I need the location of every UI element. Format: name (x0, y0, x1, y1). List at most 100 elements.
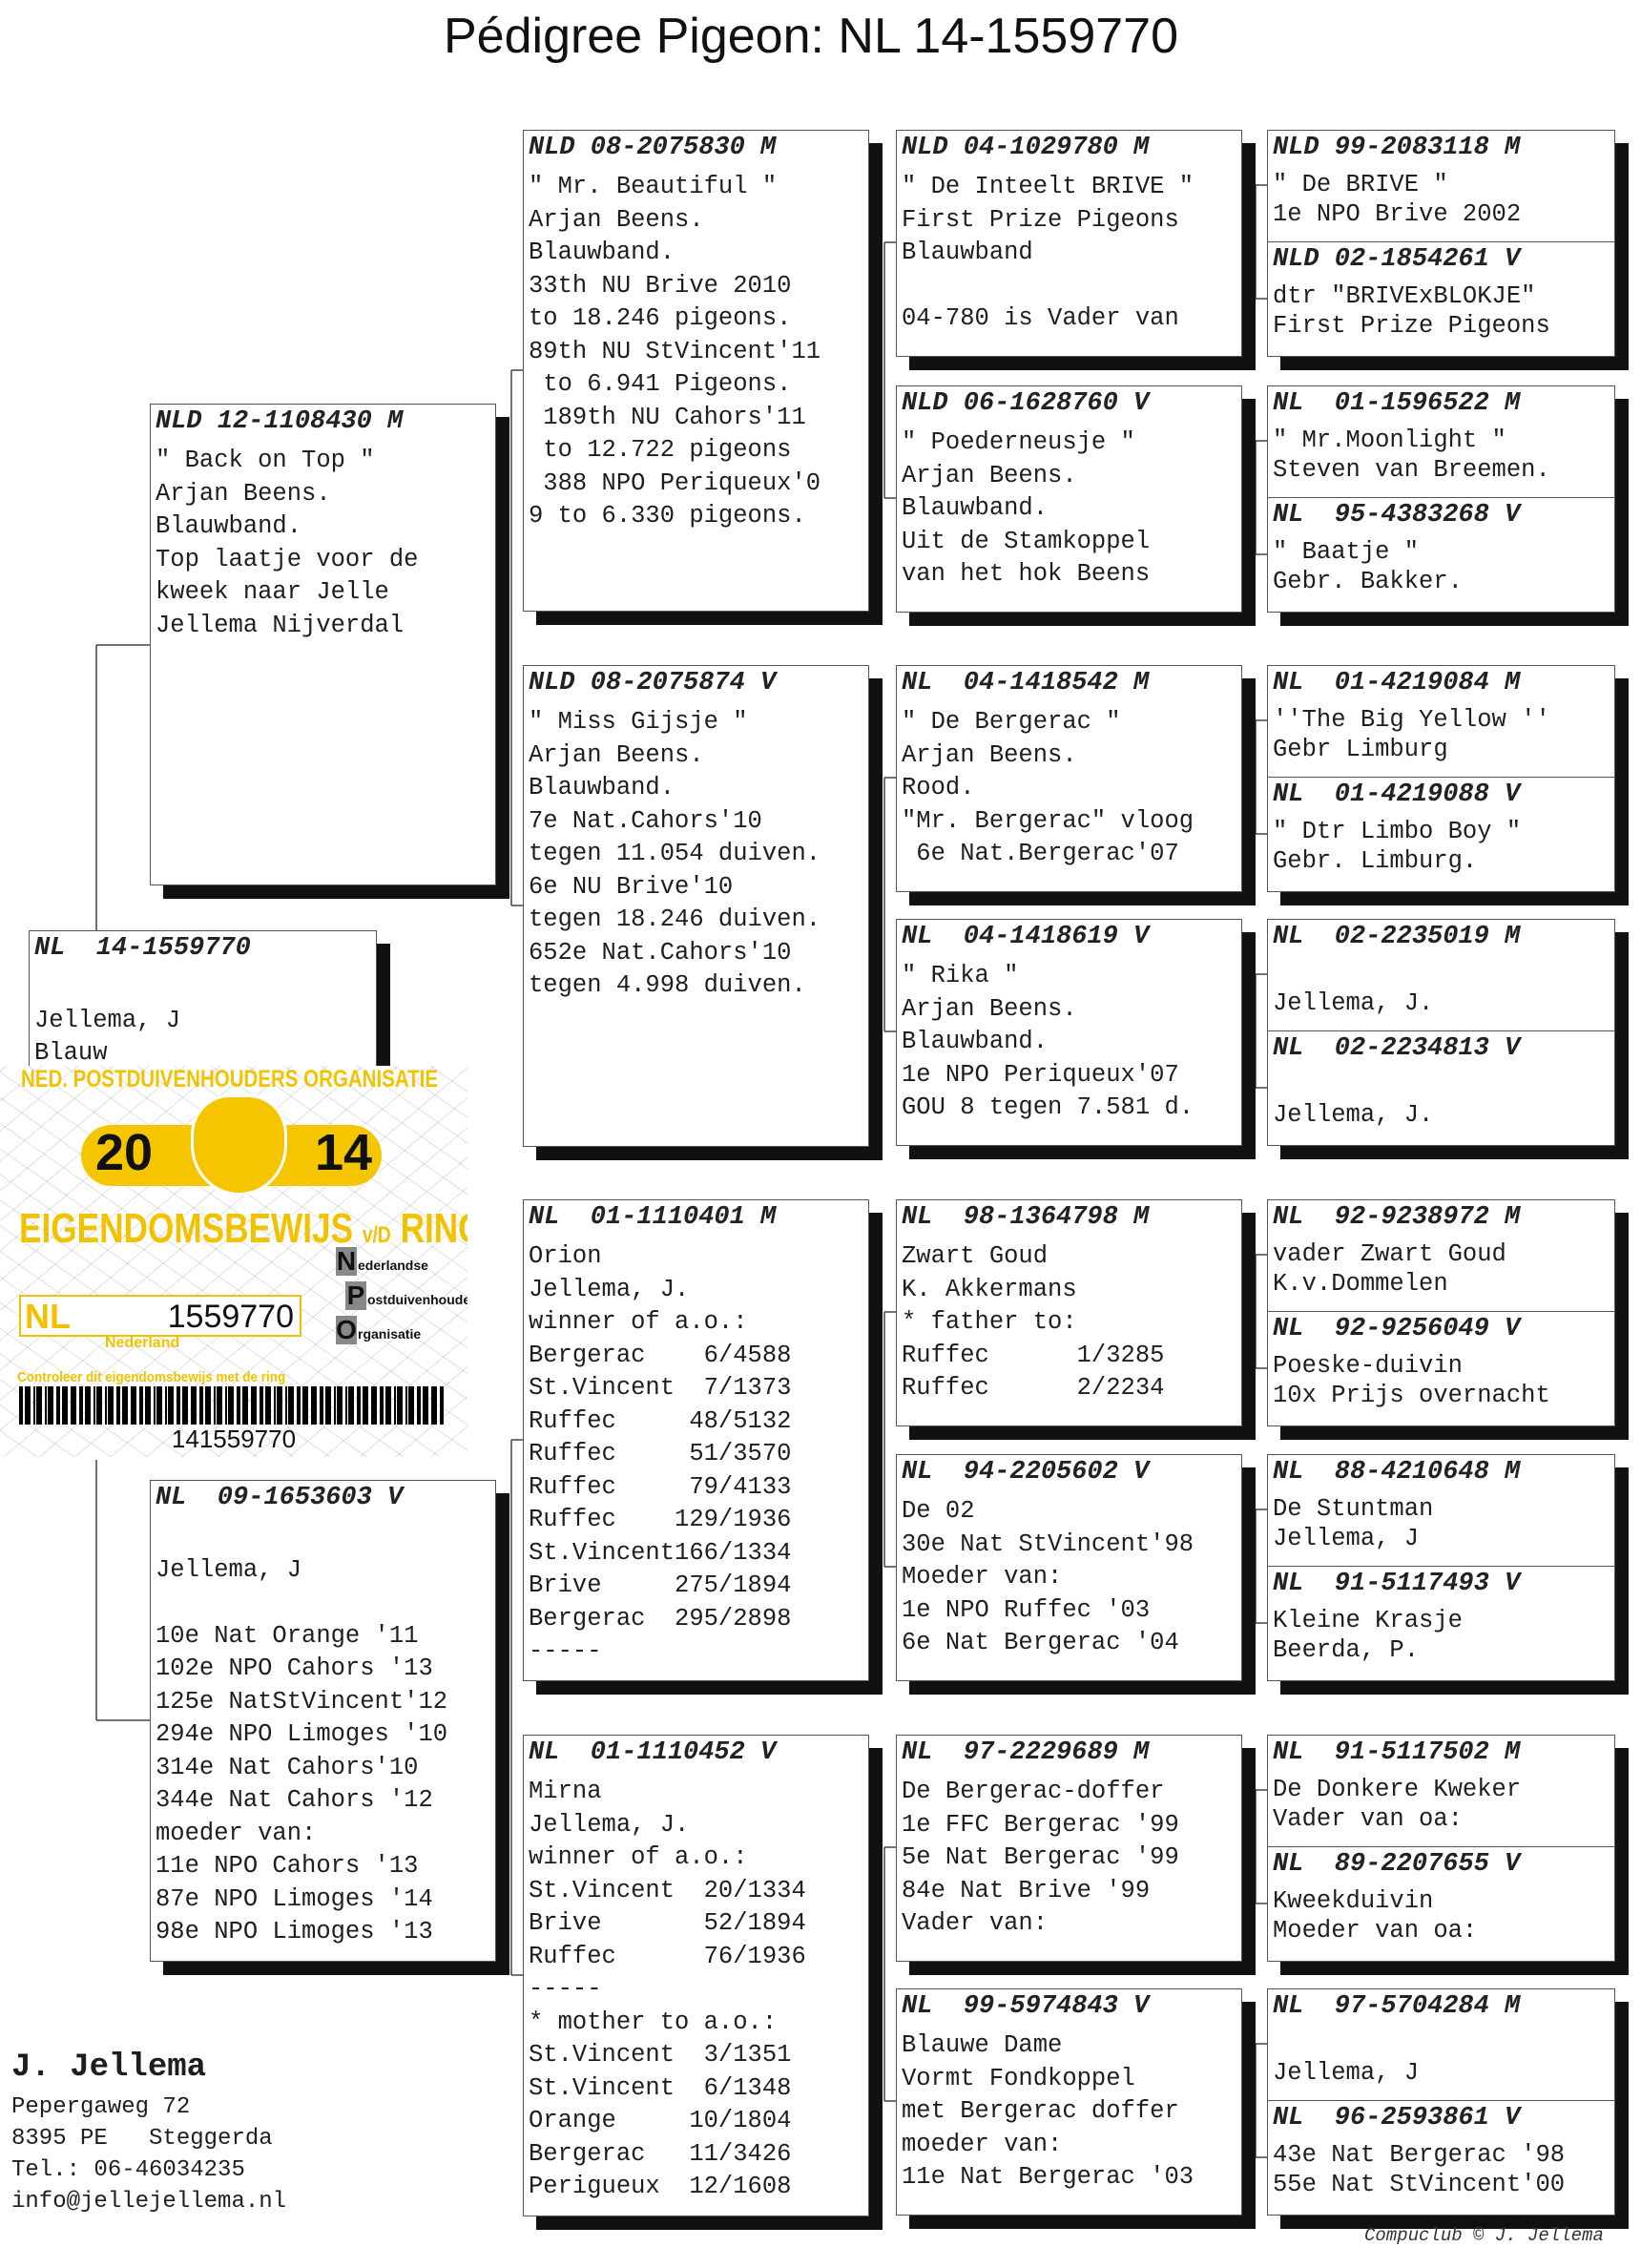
detail-line: ----- (529, 1975, 602, 2003)
pigeon-details: " Rika "Arjan Beens.Blauwband.1e NPO Per… (897, 960, 1241, 1125)
barcode-bar (348, 1386, 354, 1425)
detail-line: 33th NU Brive 2010 (529, 271, 792, 300)
detail-line: Blauw (34, 1039, 108, 1067)
detail-line: * father to: (902, 1308, 1077, 1336)
detail-line: Poeske-duivin (1273, 1352, 1463, 1380)
detail-line: GOU 8 tegen 7.581 d. (902, 1093, 1194, 1121)
detail-line: Ruffec 76/1936 (529, 1942, 806, 1970)
great-great-grandparent-pair: NL 01-1596522 M" Mr.Moonlight "Steven va… (1267, 385, 1615, 613)
barcode-bar (177, 1386, 180, 1425)
barcode-bar (394, 1386, 396, 1425)
detail-line: met Bergerac doffer (902, 2097, 1179, 2125)
detail-line: Mirna (529, 1778, 602, 1805)
barcode-bar (19, 1386, 23, 1425)
ring-number: NLD 08-2075830 M (529, 134, 777, 162)
barcode-bar (357, 1386, 361, 1425)
npo-word: rganisatie (358, 1326, 422, 1342)
detail-line: 344e Nat Cahors '12 (156, 1786, 433, 1814)
ring-number: NLD 99-2083118 M (1273, 134, 1521, 162)
pigeon-details: " Baatje "Gebr. Bakker. (1268, 538, 1614, 596)
detail-line: 5e Nat Bergerac '99 (902, 1843, 1179, 1871)
detail-line: Arjan Beens. (902, 994, 1077, 1023)
detail-line: tegen 4.998 duiven. (529, 971, 806, 999)
ring-number: NL 92-9256049 V (1273, 1315, 1521, 1343)
ring-number: NL 02-2235019 M (1273, 923, 1521, 951)
detail-line: Orange 10/1804 (529, 2107, 792, 2134)
detail-line: K. Akkermans (902, 1275, 1077, 1303)
detail-line (1273, 1072, 1614, 1101)
ring-number: NLD 06-1628760 V (902, 389, 1150, 418)
ring-number: NL 97-5704284 M (1273, 1992, 1521, 2021)
detail-line: De Donkere Kweker (1273, 1776, 1522, 1803)
detail-line: tegen 18.246 duiven. (529, 905, 821, 933)
detail-line: Brive 52/1894 (529, 1909, 806, 1937)
detail-line: Jellema, J (156, 1555, 302, 1584)
ring-number: NL 01-1110401 M (529, 1203, 777, 1232)
barcode-bar (168, 1386, 174, 1425)
detail-line: 189th NU Cahors'11 (529, 403, 806, 431)
barcode-bar (45, 1386, 47, 1425)
cert-org: NED. POSTDUIVENHOUDERS ORGANISATIE (21, 1066, 439, 1092)
detail-line: Jellema, J. (529, 1275, 690, 1303)
cert-title-mid: v/D (362, 1222, 391, 1248)
detail-line: 294e NPO Limoges '10 (156, 1720, 448, 1748)
pigeon-details: " De Bergerac "Arjan Beens.Rood."Mr. Ber… (897, 706, 1241, 871)
detail-line: 10e Nat Orange '11 (156, 1621, 419, 1650)
credit: Compuclub © J. Jellema (1364, 2225, 1604, 2246)
pigeon-details: " De BRIVE "1e NPO Brive 2002 (1268, 171, 1614, 229)
detail-line: " Dtr Limbo Boy " (1273, 818, 1522, 845)
great-great-grandparent-entry: NLD 99-2083118 M " De BRIVE "1e NPO Brive… (1268, 131, 1614, 241)
ownership-certificate: NED. POSTDUIVENHOUDERS ORGANISATIE 20 14… (0, 1066, 467, 1457)
detail-line: Jellema Nijverdal (156, 611, 405, 639)
pigeon-details: " Back on Top "Arjan Beens.Blauwband.Top… (151, 445, 495, 642)
barcode-bar (79, 1386, 83, 1425)
barcode-bar (214, 1386, 216, 1425)
grandparent-box: NLD 08-2075830 M" Mr. Beautiful "Arjan B… (523, 130, 869, 612)
detail-line: " Baatje " (1273, 538, 1420, 566)
barcode-bar (199, 1386, 203, 1425)
detail-line: * mother to a.o.: (529, 2008, 778, 2036)
barcode-bar (191, 1386, 197, 1425)
barcode-bar (165, 1386, 167, 1425)
detail-line: Ruffec 129/1936 (529, 1506, 792, 1533)
barcode-bar (25, 1386, 31, 1425)
detail-line: 6e NU Brive'10 (529, 872, 734, 901)
npo-p: Postduivenhouders (345, 1281, 467, 1310)
barcode-bar (56, 1386, 60, 1425)
barcode-bar (277, 1386, 282, 1425)
detail-line: Perigueux 12/1608 (529, 2173, 792, 2200)
cert-title-main: EIGENDOMSBEWIJS (19, 1205, 354, 1252)
detail-line: Kweekduivin (1273, 1887, 1434, 1915)
barcode-bar (228, 1386, 234, 1425)
ring-number: NL 91-5117502 M (1273, 1738, 1521, 1767)
barcode-bar (131, 1386, 136, 1425)
detail-line: Kleine Krasje (1273, 1607, 1463, 1634)
detail-line: 1e FFC Bergerac '99 (902, 1810, 1179, 1839)
ring-number: NLD 08-2075874 V (529, 669, 777, 697)
npo-letter: O (336, 1315, 357, 1344)
ring-number: NLD 04-1029780 M (902, 134, 1150, 162)
detail-line: Vader van oa: (1273, 1804, 1463, 1833)
ring-number: NL 09-1653603 V (156, 1484, 404, 1512)
ring-number: NL 95-4383268 V (1273, 501, 1521, 530)
detail-line (1273, 2029, 1614, 2059)
detail-line: Jellema, J (1273, 2058, 1420, 2087)
npo-letter: N (336, 1246, 357, 1276)
detail-line: 87e NPO Limoges '14 (156, 1884, 433, 1913)
detail-line: moeder van: (902, 2130, 1063, 2158)
detail-line: winner of a.o.: (529, 1308, 748, 1336)
lion-emblem-icon (191, 1094, 287, 1196)
detail-line: First Prize Pigeons (902, 205, 1179, 234)
barcode-number: 141559770 (171, 1425, 297, 1453)
great-great-grandparent-entry: NL 01-1596522 M" Mr.Moonlight "Steven va… (1268, 386, 1614, 497)
detail-line: " De Inteelt BRIVE " (902, 173, 1194, 200)
